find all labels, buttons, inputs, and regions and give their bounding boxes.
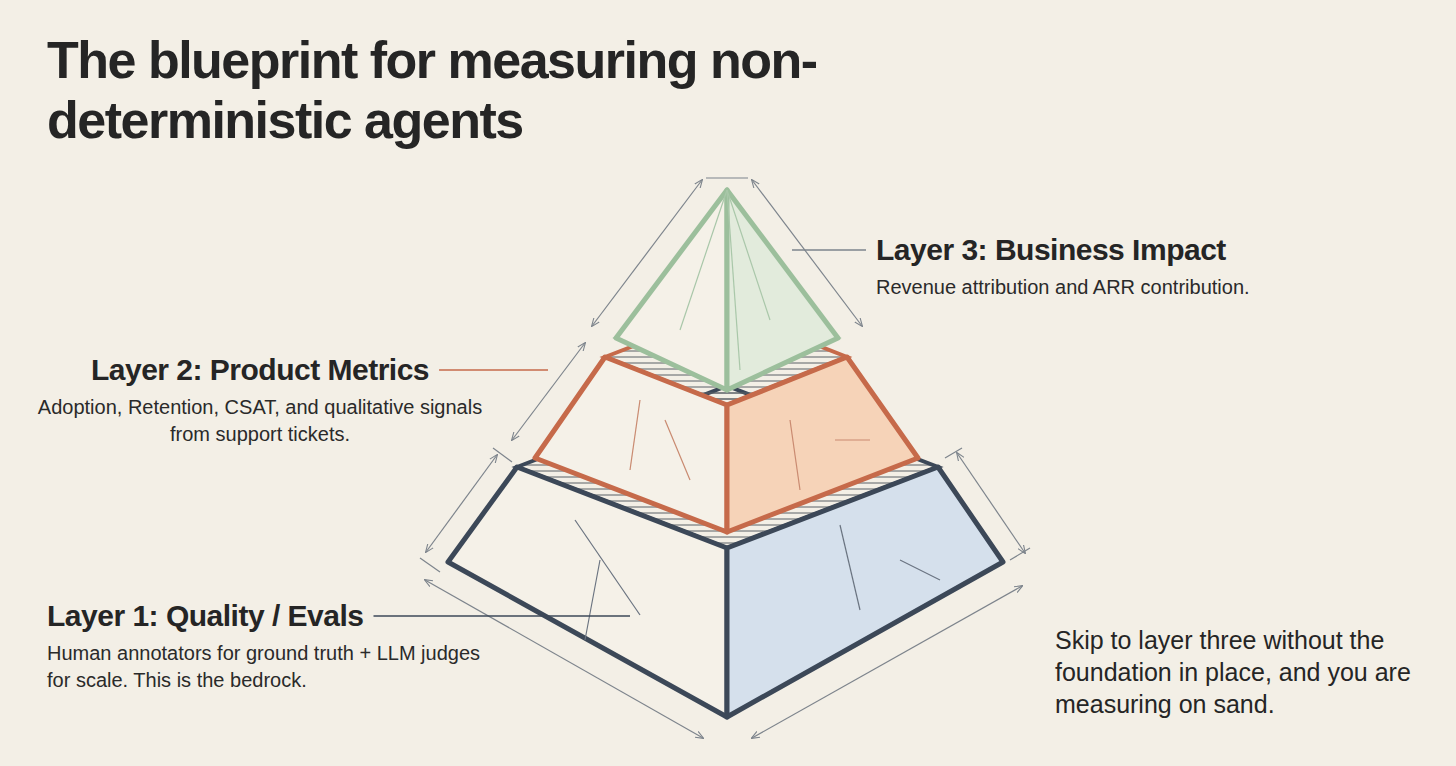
layer-heading: Layer 2: Product Metrics <box>91 352 429 388</box>
layer-description: Adoption, Retention, CSAT, and qualitati… <box>30 394 490 448</box>
layer-callout: Layer 3: Business ImpactRevenue attribut… <box>876 232 1416 301</box>
layer-description: Human annotators for ground truth + LLM … <box>47 640 487 694</box>
layer-description: Revenue attribution and ARR contribution… <box>876 274 1416 301</box>
diagram-title: The blueprint for measuring non-determin… <box>47 30 867 150</box>
leader-line <box>374 615 631 617</box>
layer-heading: Layer 1: Quality / Evals <box>47 598 364 634</box>
warning-note: Skip to layer three without the foundati… <box>1055 624 1435 720</box>
leader-lines <box>374 250 867 616</box>
leader-line <box>439 369 548 371</box>
layer-heading: Layer 3: Business Impact <box>876 232 1226 268</box>
top-pyramid <box>616 190 838 390</box>
layer-callout: Layer 2: Product MetricsAdoption, Retent… <box>30 352 490 448</box>
layer-callout: Layer 1: Quality / EvalsHuman annotators… <box>47 598 487 694</box>
leader-line <box>792 249 866 251</box>
